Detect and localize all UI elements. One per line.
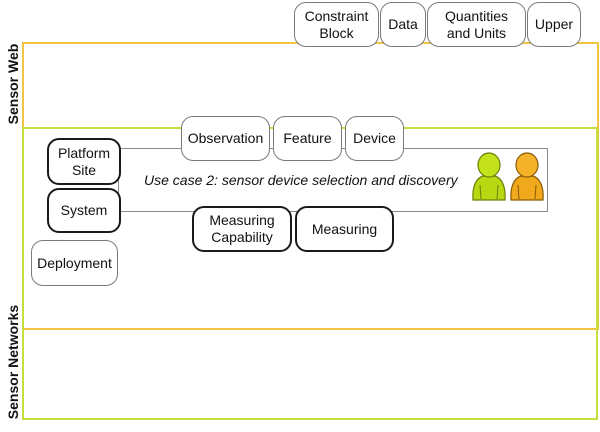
package-data[interactable]: Data — [380, 2, 426, 47]
actor-orange-icon — [510, 152, 544, 201]
use-case-title: Use case 2: sensor device selection and … — [144, 172, 458, 188]
package-system[interactable]: System — [47, 188, 121, 233]
package-label: Site — [71, 161, 97, 178]
package-label: Data — [388, 16, 418, 32]
package-label: Platform — [57, 144, 111, 161]
package-label: Upper — [534, 16, 574, 32]
package-label: Block — [319, 24, 354, 41]
package-label: Feature — [283, 130, 332, 146]
package-upper[interactable]: Upper — [527, 2, 581, 47]
package-label: Constraint — [304, 7, 369, 24]
package-label: Observation — [187, 130, 264, 146]
package-label: Quantities — [444, 7, 509, 24]
sensor-web-label: Sensor Web — [5, 43, 21, 125]
package-label: Measuring — [209, 212, 275, 228]
package-observation[interactable]: Observation — [181, 116, 270, 161]
package-deployment[interactable]: Deployment — [31, 240, 118, 286]
actor-green-icon — [472, 152, 506, 201]
package-feature[interactable]: Feature — [273, 116, 342, 161]
package-label: and Units — [446, 24, 507, 41]
package-label: Deployment — [37, 254, 112, 271]
package-label: Capability — [211, 229, 273, 245]
sensor-networks-label: Sensor Networks — [5, 304, 21, 420]
package-measuring[interactable]: Measuring — [295, 206, 394, 252]
package-label: Measuring — [311, 220, 378, 237]
package-label: Device — [353, 130, 396, 146]
package-label: System — [60, 202, 108, 218]
package-device[interactable]: Device — [345, 116, 404, 161]
